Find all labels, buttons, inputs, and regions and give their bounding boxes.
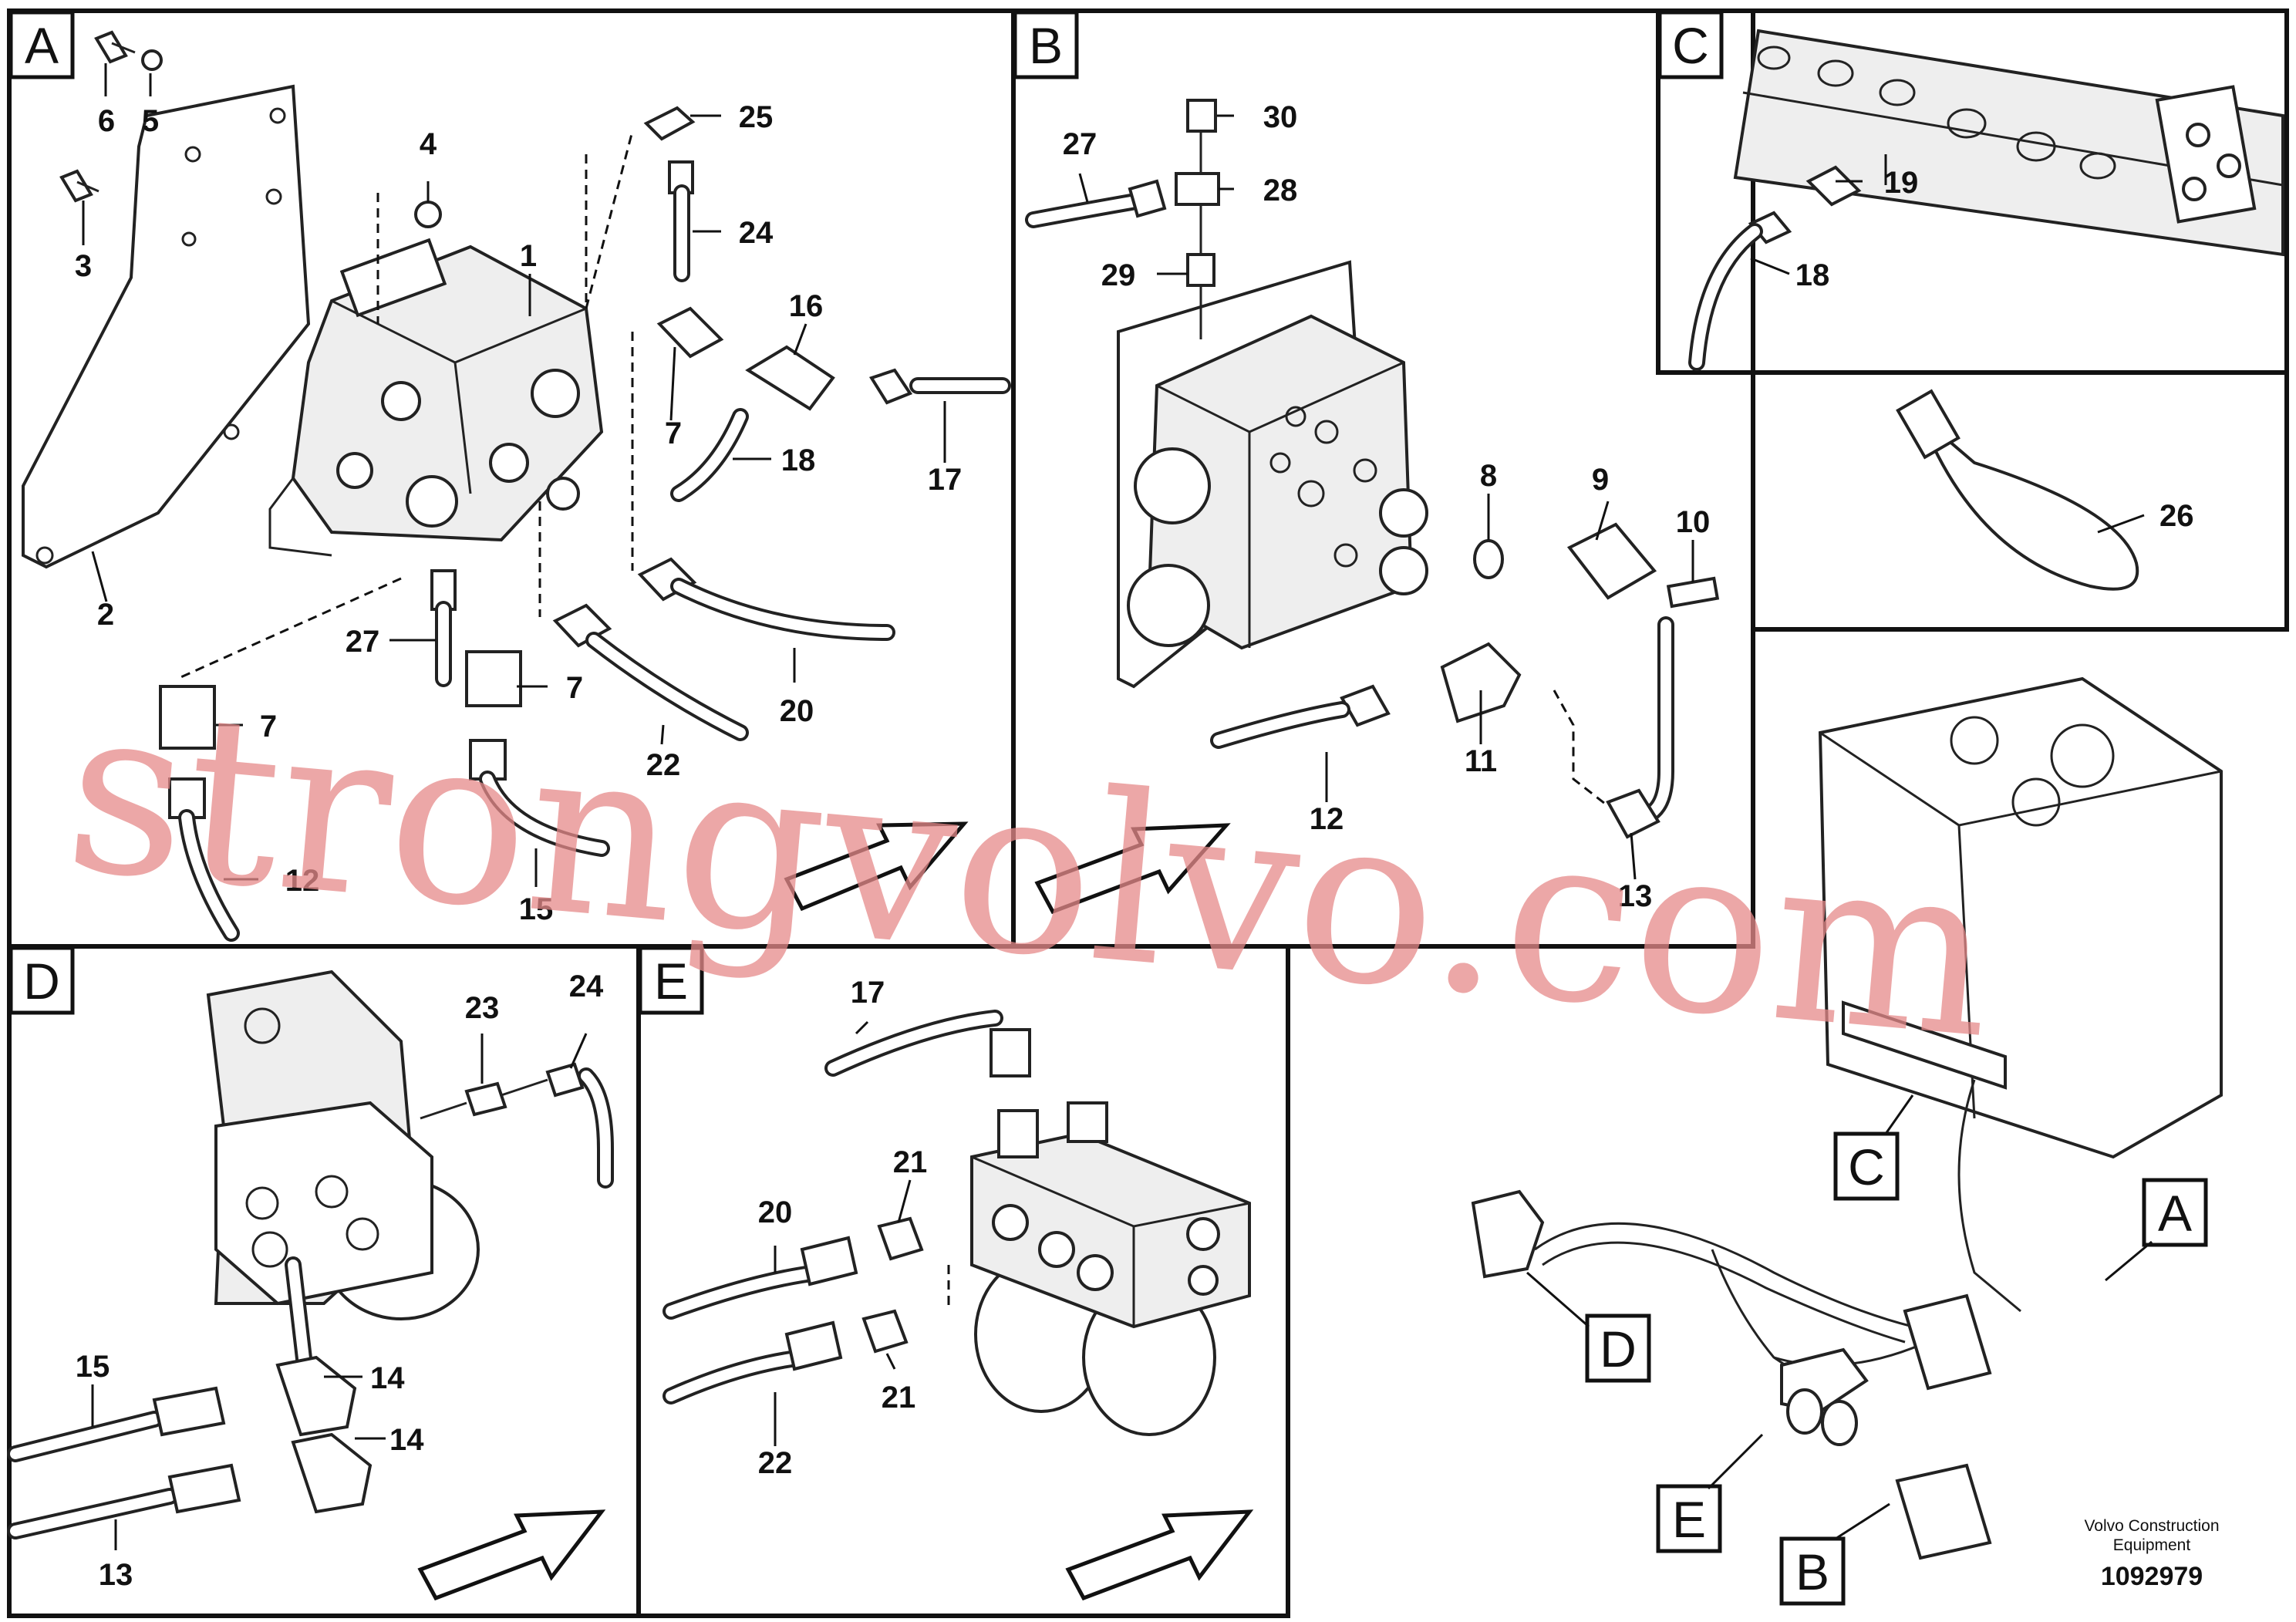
footer-drawing-number: 1092979 bbox=[2101, 1562, 2203, 1591]
manifold-tube bbox=[1733, 29, 2284, 257]
svg-text:14: 14 bbox=[370, 1361, 405, 1395]
svg-text:B: B bbox=[1795, 1543, 1829, 1600]
panel-c2-frame bbox=[1751, 370, 2289, 632]
svg-text:E: E bbox=[654, 953, 688, 1010]
svg-text:14: 14 bbox=[389, 1423, 424, 1457]
panel-a-direction-arrow bbox=[784, 821, 969, 912]
svg-text:23: 23 bbox=[465, 991, 500, 1025]
svg-text:9: 9 bbox=[1592, 463, 1609, 497]
svg-text:6: 6 bbox=[98, 104, 115, 138]
svg-text:20: 20 bbox=[780, 694, 814, 728]
panel-e-tab: E bbox=[638, 946, 704, 1015]
svg-text:27: 27 bbox=[346, 625, 380, 659]
panel-b-drawing: 30 28 29 27 8 9 10 11 12 13 bbox=[1025, 99, 1720, 915]
svg-text:15: 15 bbox=[519, 892, 554, 926]
machine-overview: C A D E B Volvo Construction Equipment 1… bbox=[1471, 676, 2223, 1606]
panel-e-frame bbox=[636, 944, 1290, 1618]
svg-text:28: 28 bbox=[1263, 174, 1298, 207]
svg-text:A: A bbox=[2158, 1185, 2192, 1242]
svg-text:13: 13 bbox=[1618, 879, 1653, 913]
panel-b-direction-arrow bbox=[1034, 823, 1231, 915]
mounting-bracket-plate bbox=[22, 84, 311, 569]
svg-text:8: 8 bbox=[1480, 459, 1497, 493]
panel-b-tab: B bbox=[1013, 10, 1079, 79]
svg-text:19: 19 bbox=[1884, 166, 1919, 200]
svg-text:7: 7 bbox=[260, 710, 277, 744]
hose-clamp-strap bbox=[1919, 415, 2139, 591]
svg-text:16: 16 bbox=[789, 289, 824, 323]
svg-text:21: 21 bbox=[893, 1145, 928, 1179]
svg-text:3: 3 bbox=[75, 249, 92, 283]
svg-text:15: 15 bbox=[76, 1350, 110, 1384]
svg-text:B: B bbox=[1029, 17, 1063, 74]
svg-text:11: 11 bbox=[1465, 744, 1497, 778]
panel-e-direction-arrow bbox=[1065, 1509, 1254, 1601]
svg-text:18: 18 bbox=[781, 443, 816, 477]
svg-text:18: 18 bbox=[1795, 258, 1830, 292]
callout-e: E bbox=[1656, 1433, 1764, 1553]
svg-text:2: 2 bbox=[97, 598, 114, 632]
panel-c-tab: C bbox=[1657, 10, 1724, 79]
svg-text:24: 24 bbox=[739, 216, 774, 250]
svg-text:D: D bbox=[23, 953, 60, 1010]
svg-text:17: 17 bbox=[851, 976, 885, 1010]
svg-text:10: 10 bbox=[1676, 505, 1711, 539]
panel-d-drawing: 23 24 14 14 15 13 bbox=[7, 969, 614, 1601]
svg-text:24: 24 bbox=[569, 969, 604, 1003]
panel-a-tab: A bbox=[8, 10, 75, 79]
svg-text:E: E bbox=[1672, 1491, 1706, 1548]
panel-d-tab: D bbox=[8, 946, 75, 1015]
svg-text:1: 1 bbox=[520, 239, 537, 273]
panel-d-direction-arrow bbox=[417, 1509, 606, 1601]
svg-text:7: 7 bbox=[665, 416, 682, 450]
footer-company-line2: Equipment bbox=[2113, 1536, 2191, 1554]
svg-text:C: C bbox=[1848, 1138, 1885, 1195]
svg-text:20: 20 bbox=[758, 1195, 793, 1229]
svg-text:22: 22 bbox=[758, 1446, 793, 1480]
svg-text:17: 17 bbox=[928, 463, 963, 497]
svg-text:12: 12 bbox=[1310, 802, 1344, 836]
svg-text:27: 27 bbox=[1063, 127, 1097, 161]
svg-text:5: 5 bbox=[142, 104, 159, 138]
svg-text:A: A bbox=[25, 17, 59, 74]
panel-c2-drawing: 26 bbox=[1896, 389, 2194, 591]
svg-text:25: 25 bbox=[739, 100, 774, 134]
svg-text:22: 22 bbox=[646, 748, 681, 782]
svg-text:26: 26 bbox=[2159, 499, 2194, 533]
panel-a-drawing: 6 5 3 4 1 2 25 24 16 17 7 18 20 22 7 27 … bbox=[22, 30, 1011, 942]
svg-text:21: 21 bbox=[882, 1381, 916, 1415]
footer-company-line1: Volvo Construction bbox=[2084, 1517, 2219, 1535]
svg-text:13: 13 bbox=[99, 1558, 133, 1592]
svg-text:30: 30 bbox=[1263, 100, 1298, 134]
svg-text:C: C bbox=[1672, 17, 1709, 74]
callout-a: A bbox=[2105, 1178, 2208, 1282]
panel-c-drawing: 19 18 bbox=[1688, 29, 2284, 371]
callout-d: D bbox=[1526, 1271, 1651, 1383]
svg-text:4: 4 bbox=[420, 127, 437, 161]
panel-e-drawing: 17 21 21 20 22 bbox=[663, 976, 1254, 1601]
svg-text:12: 12 bbox=[285, 864, 320, 898]
callout-c: C bbox=[1833, 1094, 1914, 1201]
svg-text:7: 7 bbox=[566, 671, 583, 705]
svg-text:29: 29 bbox=[1101, 258, 1136, 292]
svg-text:D: D bbox=[1600, 1320, 1637, 1378]
callout-b: B bbox=[1779, 1502, 1890, 1606]
